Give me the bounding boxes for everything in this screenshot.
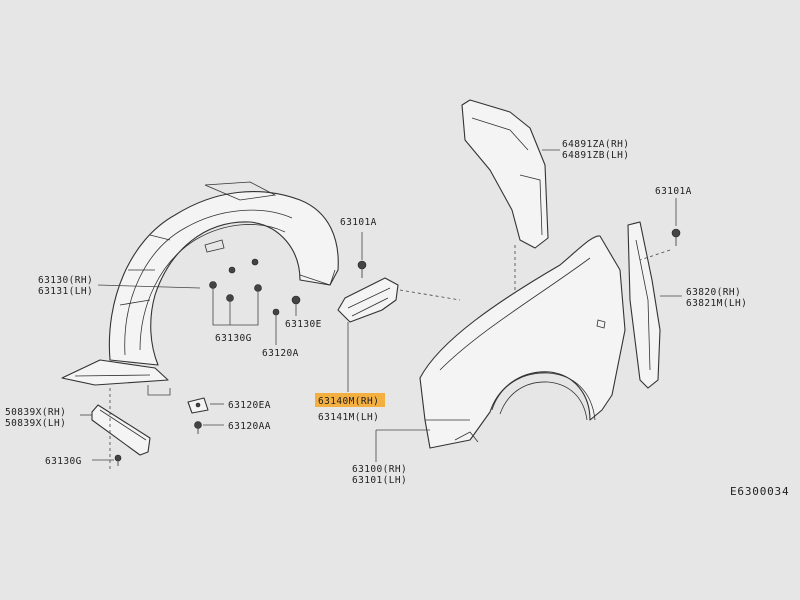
diagram-code: E6300034: [730, 485, 789, 498]
label-63131-lh: 63131(LH): [38, 286, 93, 297]
liner-fasteners: [209, 258, 301, 316]
label-63130g: 63130G: [215, 333, 252, 344]
label-63141m-lh: 63141M(LH): [318, 412, 379, 423]
label-63130-rh: 63130(RH): [38, 275, 93, 286]
label-63120aa: 63120AA: [228, 421, 271, 432]
label-63120a: 63120A: [262, 348, 299, 359]
left-leaders: [80, 284, 297, 470]
bolt-63101a-mid: [357, 260, 367, 278]
right-leaders: [375, 149, 682, 462]
label-63100-rh: 63100(RH): [352, 464, 407, 475]
label-50839x-rh: 50839X(RH): [5, 407, 66, 418]
front-fender: [419, 235, 626, 449]
label-63120ea: 63120EA: [228, 400, 271, 411]
label-63820-rh: 63820(RH): [686, 287, 741, 298]
fender-insulator: [461, 99, 549, 249]
side-seal: [627, 221, 661, 389]
splash-guard: [91, 404, 151, 456]
label-50839x-lh: 50839X(LH): [5, 418, 66, 429]
label-63130g-bottom: 63130G: [45, 456, 82, 467]
label-63140m-rh: 63140M(RH): [318, 396, 379, 407]
label-63130e: 63130E: [285, 319, 322, 330]
screw-63120aa: [194, 421, 202, 434]
label-63101a-mid: 63101A: [340, 217, 377, 228]
clip-63120ea: [187, 397, 209, 414]
clip-63130g-bottom: [114, 454, 122, 466]
label-63101-lh: 63101(LH): [352, 475, 407, 486]
label-63101a-right: 63101A: [655, 186, 692, 197]
highlight-63140m: [315, 393, 385, 407]
wheel-arch-liner: [61, 181, 339, 386]
label-64891za-rh: 64891ZA(RH): [562, 139, 629, 150]
fender-bracket: [337, 277, 399, 323]
label-63821m-lh: 63821M(LH): [686, 298, 747, 309]
label-64891zb-lh: 64891ZB(LH): [562, 150, 629, 161]
bolt-63101a-right: [671, 228, 681, 246]
